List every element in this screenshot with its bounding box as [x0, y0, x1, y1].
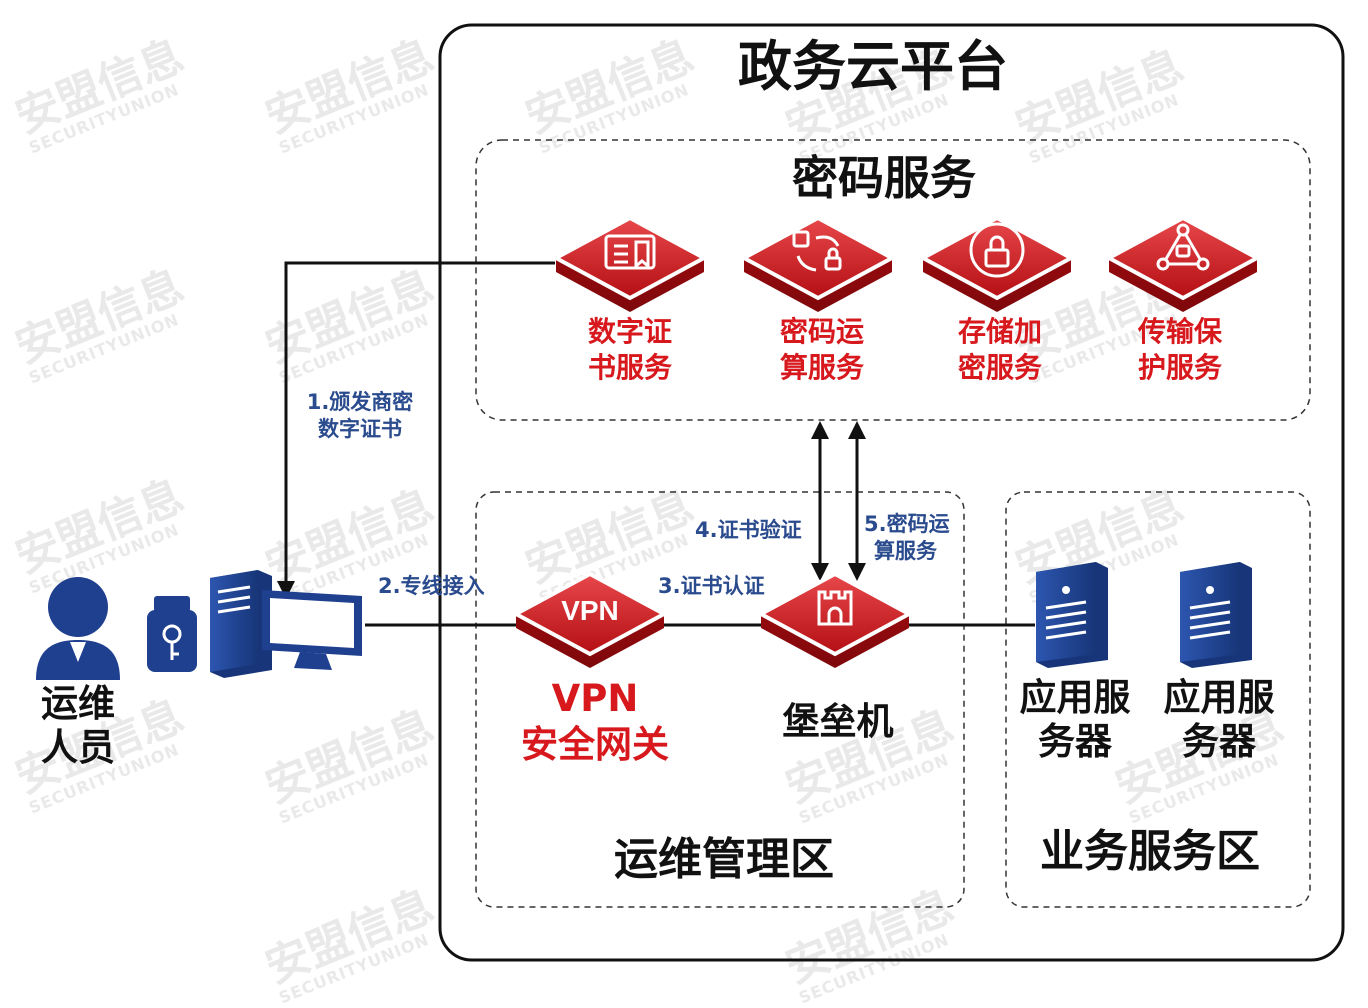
step-3-label: 3.证书认证 — [658, 574, 765, 598]
operator-label-line: 人员 — [41, 726, 115, 769]
server-label: 应用服 务器 — [1012, 676, 1138, 764]
step-label-line: 5.密码运 — [864, 512, 950, 536]
diagram-graphics: VPN — [36, 23, 1345, 962]
vpn-device-label: VPN — [561, 595, 619, 626]
transmission-protection-device — [1107, 216, 1259, 314]
usb-key-icon — [147, 596, 197, 672]
application-server-icon — [1180, 562, 1252, 668]
ops-zone-frame — [475, 491, 965, 908]
pc-tower-icon — [210, 570, 272, 678]
service-label-line: 存储加 — [957, 315, 1042, 348]
bastion-host-device — [759, 572, 911, 670]
monitor-icon — [262, 590, 362, 670]
business-zone-title: 业务服务区 — [1040, 826, 1260, 877]
step-2-label: 2.专线接入 — [378, 574, 485, 598]
certificate-icon — [604, 234, 656, 270]
server-label-line: 务器 — [1182, 720, 1256, 763]
service-label: 传输保 护服务 — [1120, 314, 1240, 386]
key-exchange-icon — [792, 230, 842, 272]
service-label-line: 算服务 — [779, 351, 864, 384]
crypto-section-title: 密码服务 — [792, 151, 976, 205]
service-label-line: 数字证 — [587, 315, 672, 348]
cert-issue-arrow — [277, 261, 555, 599]
service-label-line: 护服务 — [1137, 351, 1222, 384]
server-label: 应用服 务器 — [1156, 676, 1282, 764]
server-label-line: 应用服 — [1163, 676, 1275, 719]
service-label-line: 密服务 — [957, 351, 1042, 384]
platform-frame — [438, 23, 1345, 962]
vpn-gateway-label: VPN 安全网关 — [500, 676, 690, 768]
vpn-label-line: 安全网关 — [521, 723, 669, 766]
ops-zone-title: 运维管理区 — [614, 834, 834, 885]
crypto-section-frame — [475, 139, 1311, 421]
operator-label-line: 运维 — [41, 682, 115, 725]
server-label-line: 应用服 — [1019, 676, 1131, 719]
castle-icon — [817, 590, 853, 626]
vpn-label-line: VPN — [551, 677, 639, 720]
step-label-line: 数字证书 — [318, 417, 402, 441]
storage-encryption-device — [921, 216, 1073, 314]
service-label-line: 密码运 — [779, 315, 864, 348]
bastion-host-label: 堡垒机 — [782, 700, 894, 743]
certificate-service-device — [554, 216, 706, 314]
platform-title: 政务云平台 — [738, 35, 1008, 98]
lock-icon — [969, 222, 1025, 278]
step-1-label: 1.颁发商密 数字证书 — [300, 389, 420, 443]
application-server-icon — [1036, 562, 1108, 668]
business-zone-frame — [1005, 491, 1311, 908]
network-lock-icon — [1156, 223, 1210, 271]
service-label: 存储加 密服务 — [940, 314, 1060, 386]
operator-label: 运维 人员 — [30, 682, 126, 770]
crypto-compute-device — [742, 216, 894, 314]
operator-person-icon — [36, 577, 120, 680]
step-label-line: 算服务 — [874, 539, 937, 563]
step-label-line: 1.颁发商密 — [306, 390, 414, 414]
service-label-line: 书服务 — [587, 351, 672, 384]
server-label-line: 务器 — [1038, 720, 1112, 763]
step-5-label: 5.密码运 算服务 — [864, 511, 950, 565]
service-label: 密码运 算服务 — [762, 314, 882, 386]
step-4-label: 4.证书验证 — [695, 518, 802, 542]
service-label: 数字证 书服务 — [570, 314, 690, 386]
service-label-line: 传输保 — [1137, 315, 1222, 348]
